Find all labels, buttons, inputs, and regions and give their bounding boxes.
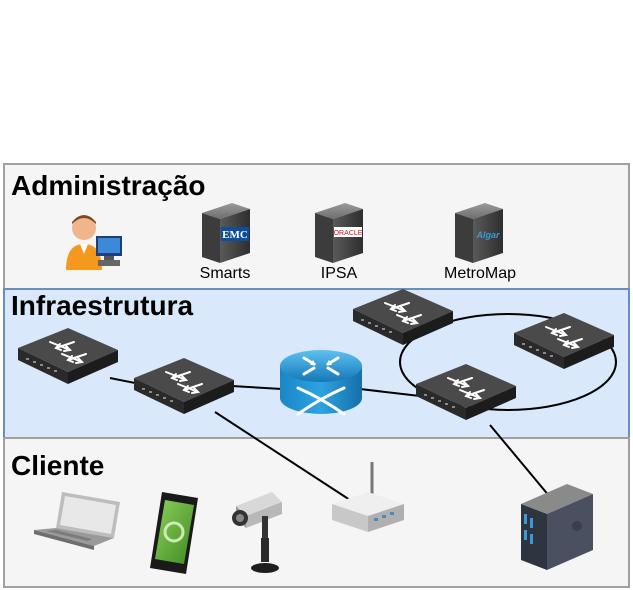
server-ipsa: ORACLE — [315, 203, 363, 263]
wireless-access-point-icon — [332, 462, 404, 532]
link-router-switch5 — [359, 388, 421, 397]
link-switch5-server — [489, 424, 551, 498]
logo-emc: EMC — [222, 229, 248, 241]
layer-title-administracao: Administração — [11, 170, 206, 201]
router-icon — [280, 350, 362, 416]
security-camera-icon — [232, 492, 282, 573]
label-ipsa: IPSA — [321, 265, 358, 282]
layer-title-infraestrutura: Infraestrutura — [11, 290, 193, 321]
link-switch2-router — [231, 385, 283, 390]
smartphone-icon — [150, 492, 198, 574]
layer-title-cliente: Cliente — [11, 450, 104, 481]
server-metromap: Algar — [455, 203, 503, 263]
link-ring — [399, 313, 617, 411]
logo-algar: Algar — [475, 230, 500, 240]
server-tower-icon — [521, 484, 593, 570]
logo-oracle: ORACLE — [334, 230, 363, 237]
label-smarts: Smarts — [200, 265, 251, 282]
label-metromap: MetroMap — [444, 265, 516, 282]
link-switch2-ap — [214, 411, 351, 501]
admin-user-icon — [66, 215, 122, 270]
laptop-icon — [34, 492, 120, 550]
server-smarts: EMC — [202, 203, 250, 263]
